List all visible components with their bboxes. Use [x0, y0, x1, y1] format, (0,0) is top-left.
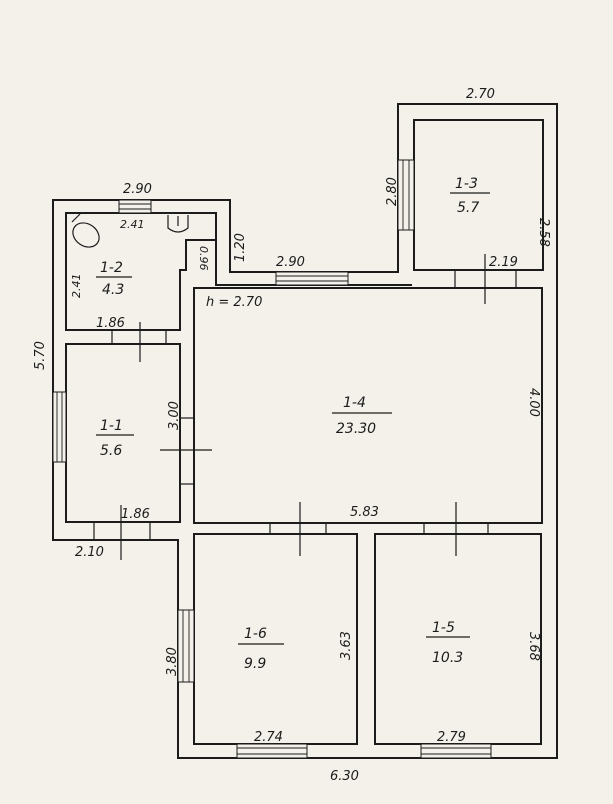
room-label-1-4: 1-4 23.30	[332, 395, 392, 437]
window-left-1-1	[52, 391, 67, 463]
room-area: 9.9	[244, 656, 266, 672]
room-label-1-5: 1-5 10.3	[426, 620, 470, 666]
room-id: 1-2	[100, 260, 123, 276]
room-id: 1-4	[343, 395, 366, 411]
toilet-icon	[71, 213, 100, 248]
dim-top-right-width: 2.70	[466, 87, 495, 102]
dim-r15-right: 3.68	[526, 632, 541, 661]
room-label-1-3: 1-3 5.7	[450, 176, 490, 216]
dim-r12-side: 2.41	[70, 274, 83, 299]
room-1-3	[413, 119, 544, 271]
dim-r16-left: 3.80	[165, 647, 180, 676]
dim-r12-top-inner: 2.41	[120, 218, 145, 231]
ceiling-height: h = 2.70	[206, 295, 262, 310]
dim-left-bottom: 2.10	[75, 545, 104, 560]
room-1-2	[65, 212, 217, 331]
room-id: 1-6	[244, 626, 267, 642]
dim-r13-height-left: 2.80	[385, 177, 400, 206]
dim-r14-height: 4.00	[526, 388, 541, 417]
room-area: 5.6	[100, 443, 122, 459]
window-bottom-1-6	[236, 743, 308, 759]
dim-step-left: 1.20	[233, 233, 248, 262]
dim-r11-height: 3.00	[167, 401, 182, 430]
dim-r13-height-right: 2.58	[536, 218, 551, 247]
room-id: 1-5	[432, 620, 455, 636]
room-1-5	[374, 533, 542, 745]
dim-r12-notch: 0.96	[197, 246, 210, 271]
room-label-1-1: 1-1 5.6	[96, 418, 134, 459]
window-left-1-6	[177, 609, 195, 683]
room-label-1-2: 1-2 4.3	[96, 260, 132, 298]
window-top-1-4	[275, 271, 349, 286]
dim-r11-bottom: 1.86	[121, 507, 150, 522]
room-id: 1-3	[455, 176, 478, 192]
window-left-1-3	[397, 159, 415, 231]
dimension-labels: 2.70 2.90 2.41 2.90 2.19 1.86 1.86 2.10 …	[33, 87, 551, 784]
room-area: 23.30	[336, 421, 376, 437]
room-1-6	[193, 533, 358, 745]
room-1-1	[65, 343, 181, 523]
room-area: 5.7	[457, 200, 479, 216]
door-marks	[93, 254, 517, 560]
room-area: 4.3	[102, 282, 124, 298]
dim-r16-right: 3.63	[339, 631, 354, 660]
dim-main-top: 2.90	[276, 255, 305, 270]
sink-icon	[167, 215, 189, 233]
dim-r12-bottom: 1.86	[96, 316, 125, 331]
dim-r16-bottom: 2.74	[254, 730, 283, 745]
dim-r12-top-outer: 2.90	[123, 182, 152, 197]
room-id: 1-1	[100, 418, 123, 434]
dim-overall-width: 6.30	[330, 769, 359, 784]
dim-left-wing-height: 5.70	[33, 341, 48, 370]
dim-r15-bottom: 2.79	[437, 730, 466, 745]
room-label-1-6: 1-6 9.9	[238, 626, 284, 672]
room-area: 10.3	[432, 650, 463, 666]
dim-r14-bottom: 5.83	[350, 505, 379, 520]
dim-r13-bottom: 2.19	[489, 255, 518, 270]
window-top-1-2	[118, 199, 152, 214]
room-1-4	[193, 287, 543, 524]
window-bottom-1-5	[420, 743, 492, 759]
